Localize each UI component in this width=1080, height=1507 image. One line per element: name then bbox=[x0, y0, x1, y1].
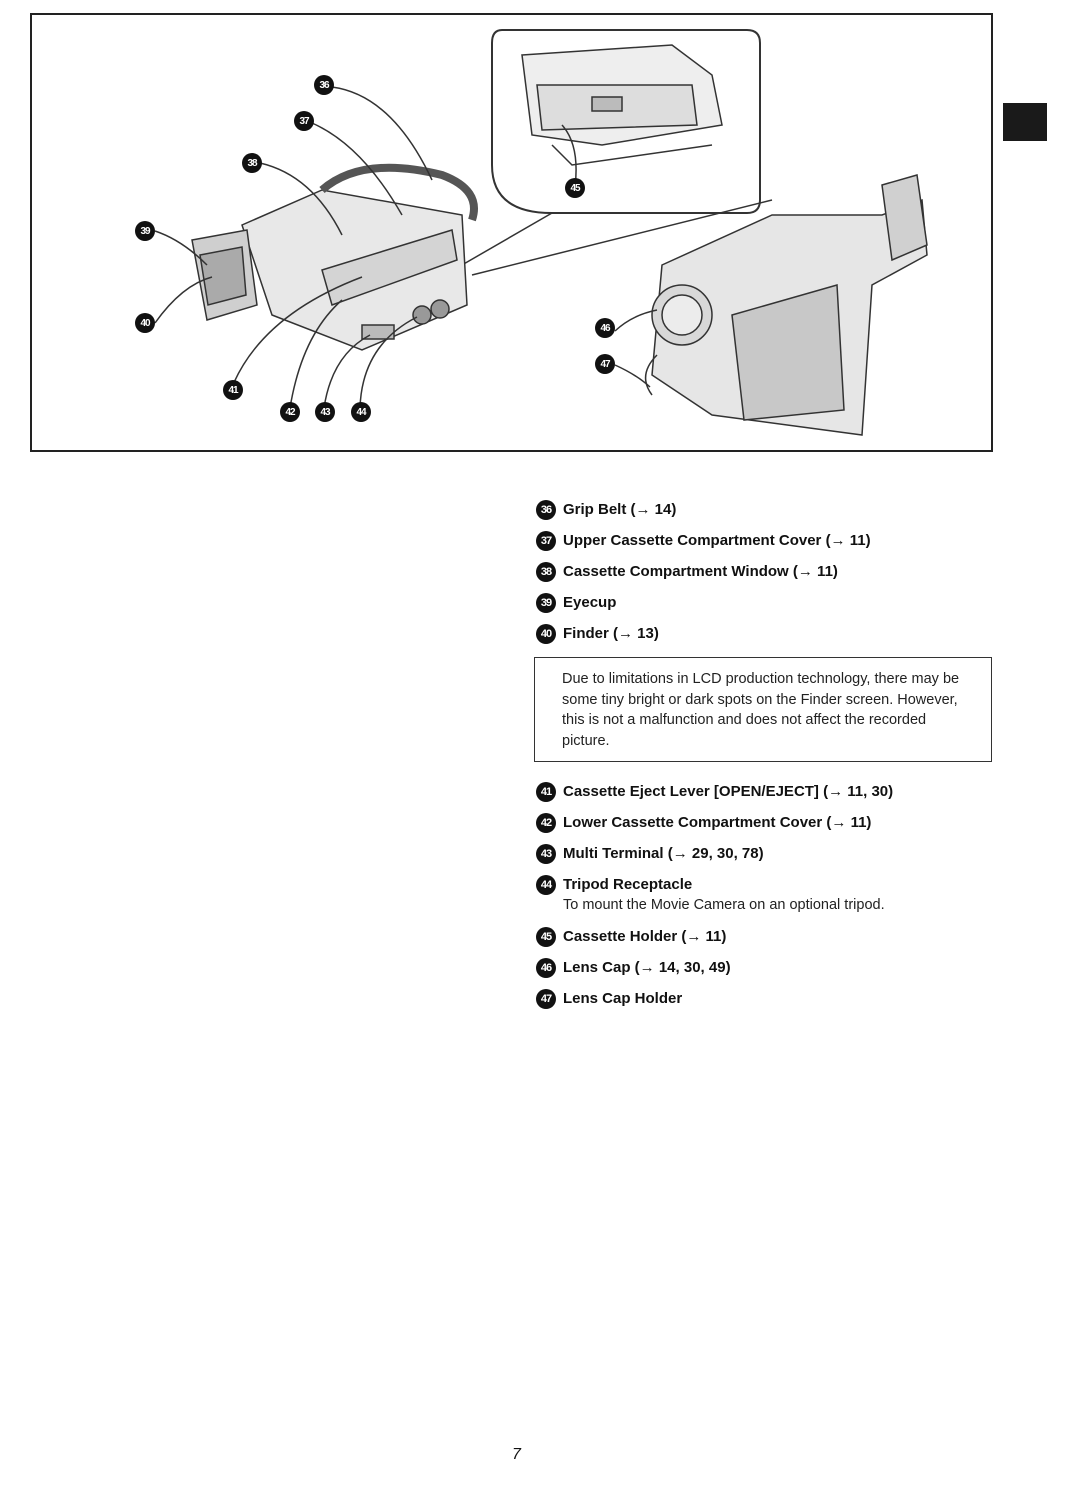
legend-text: Multi Terminal (→ 29, 30, 78) bbox=[563, 845, 764, 862]
section-tab-marker bbox=[1003, 103, 1047, 141]
callout-36: 36 bbox=[314, 75, 334, 95]
legend-text: Lens Cap (→ 14, 30, 49) bbox=[563, 959, 731, 976]
legend-item: 39 Eyecup bbox=[536, 593, 996, 624]
camera-illustration bbox=[154, 29, 928, 436]
legend-text: Tripod Receptacle bbox=[563, 876, 693, 893]
legend-number: 37 bbox=[536, 531, 556, 551]
legend-text: Lower Cassette Compartment Cover (→ 11) bbox=[563, 814, 872, 831]
page-number: 7 bbox=[512, 1446, 521, 1463]
callout-40: 40 bbox=[135, 313, 155, 333]
legend-number: 46 bbox=[536, 958, 556, 978]
callout-39: 39 bbox=[135, 221, 155, 241]
callout-47: 47 bbox=[595, 354, 615, 374]
legend-text: Cassette Eject Lever [OPEN/EJECT] (→ 11,… bbox=[563, 783, 894, 800]
legend-number: 41 bbox=[536, 782, 556, 802]
legend-text: Upper Cassette Compartment Cover (→ 11) bbox=[563, 532, 871, 549]
callout-37: 37 bbox=[294, 111, 314, 131]
legend-number: 43 bbox=[536, 844, 556, 864]
callout-38: 38 bbox=[242, 153, 262, 173]
legend-number: 39 bbox=[536, 593, 556, 613]
legend-item: 43 Multi Terminal (→ 29, 30, 78) bbox=[536, 844, 996, 875]
legend-item: 37 Upper Cassette Compartment Cover (→ 11… bbox=[536, 531, 996, 562]
callout-45: 45 bbox=[565, 178, 585, 198]
parts-legend: 36 Grip Belt (→ 14) 37 Upper Cassette Comp… bbox=[534, 500, 996, 1020]
legend-number: 47 bbox=[536, 989, 556, 1009]
legend-number: 38 bbox=[536, 562, 556, 582]
legend-item: 42 Lower Cassette Compartment Cover (→ 11… bbox=[536, 813, 996, 844]
legend-text: Cassette Compartment Window (→ 11) bbox=[563, 563, 838, 580]
legend-item: 45 Cassette Holder (→ 11) bbox=[536, 927, 996, 958]
callout-43: 43 bbox=[315, 402, 335, 422]
legend-text: Grip Belt (→ 14) bbox=[563, 501, 677, 518]
callout-46: 46 bbox=[595, 318, 615, 338]
callout-44: 44 bbox=[351, 402, 371, 422]
legend-number: 36 bbox=[536, 500, 556, 520]
legend-item: 36 Grip Belt (→ 14) bbox=[536, 500, 996, 531]
legend-item: 47 Lens Cap Holder bbox=[536, 989, 996, 1020]
tripod-description: To mount the Movie Camera on an optional… bbox=[563, 897, 885, 913]
lcd-note-box: Due to limitations in LCD production tec… bbox=[534, 657, 992, 762]
legend-item: 38 Cassette Compartment Window (→ 11) bbox=[536, 562, 996, 593]
camera-illustration-frame: 36 37 38 39 40 41 42 43 44 45 46 47 bbox=[30, 13, 993, 452]
legend-text: Finder (→ 13) bbox=[563, 625, 659, 642]
legend-number: 40 bbox=[536, 624, 556, 644]
callout-41: 41 bbox=[223, 380, 243, 400]
legend-item: 41 Cassette Eject Lever [OPEN/EJECT] (→ 1… bbox=[536, 782, 996, 813]
legend-text: Lens Cap Holder bbox=[563, 990, 683, 1007]
callout-42: 42 bbox=[280, 402, 300, 422]
legend-number: 42 bbox=[536, 813, 556, 833]
legend-number: 44 bbox=[536, 875, 556, 895]
legend-item: 46 Lens Cap (→ 14, 30, 49) bbox=[536, 958, 996, 989]
legend-number: 45 bbox=[536, 927, 556, 947]
legend-item: 44 Tripod Receptacle bbox=[536, 875, 996, 906]
legend-text: Eyecup bbox=[563, 594, 617, 611]
legend-item: 40 Finder (→ 13) bbox=[536, 624, 996, 655]
legend-text: Cassette Holder (→ 11) bbox=[563, 928, 727, 945]
